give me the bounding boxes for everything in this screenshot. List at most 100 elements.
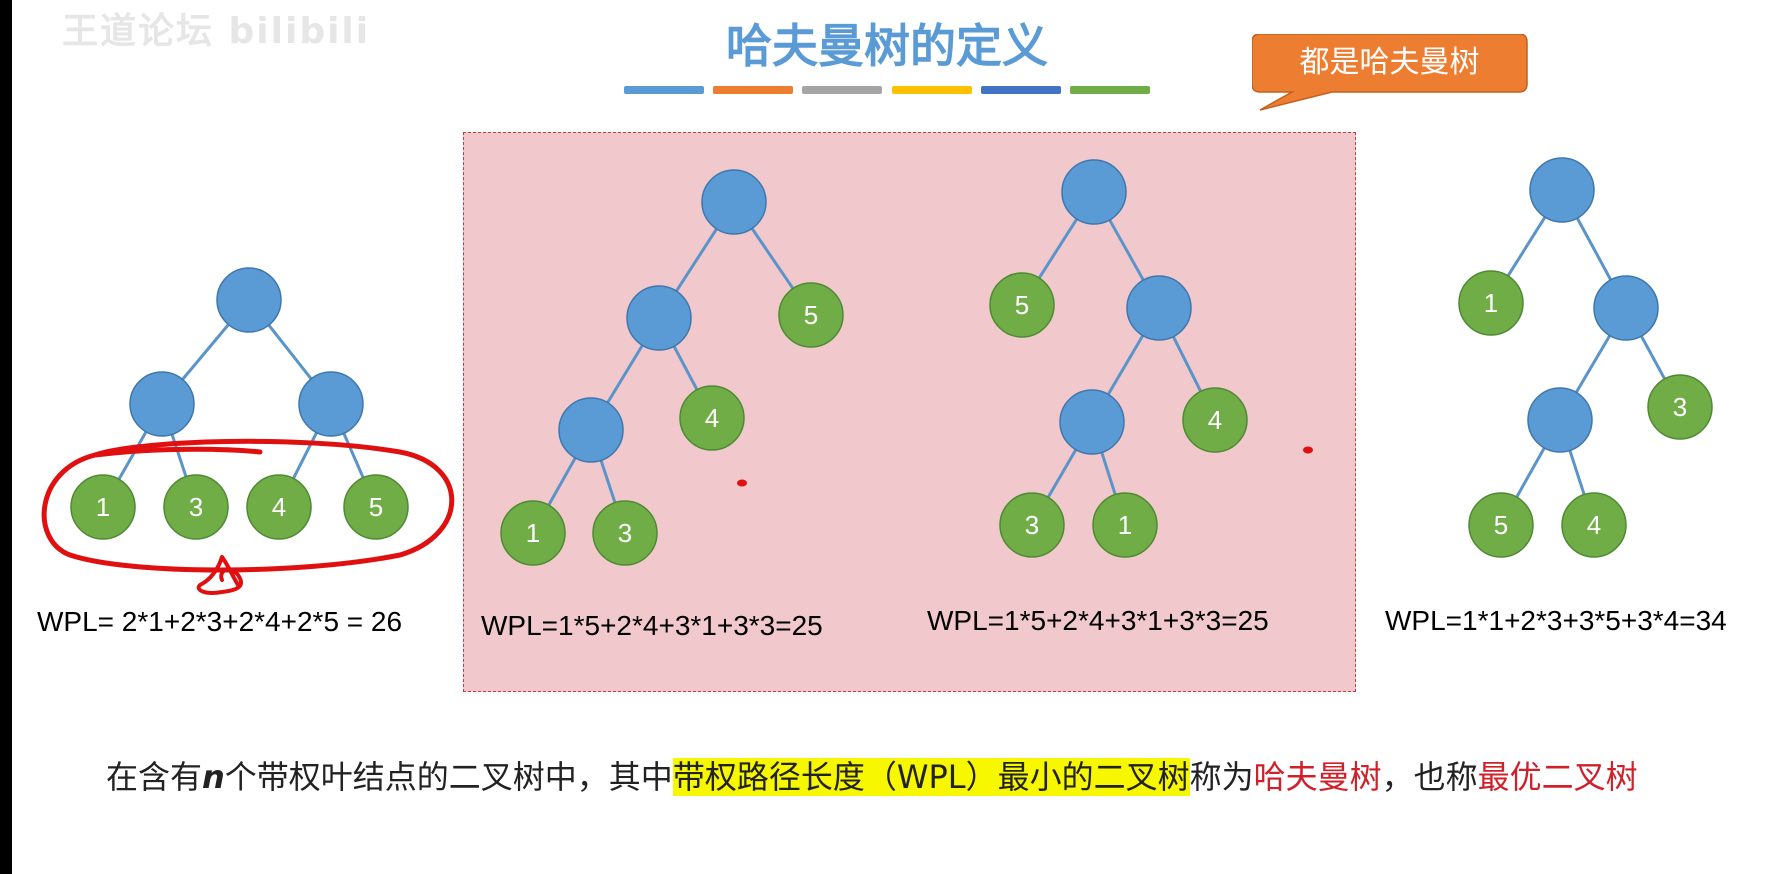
tree-edge bbox=[1105, 333, 1146, 397]
definition-part-2: 个带权叶结点的二叉树中，其中 bbox=[224, 758, 673, 796]
tree-edge bbox=[1171, 334, 1203, 394]
leaf-weight-label: 3 bbox=[1025, 510, 1039, 540]
leaf-weight-label: 5 bbox=[1494, 510, 1508, 540]
tree-edge bbox=[546, 455, 578, 508]
definition-part-1: 在含有 bbox=[106, 758, 203, 796]
tree-edge bbox=[266, 322, 314, 382]
tree-edge bbox=[749, 225, 796, 292]
tree-edge bbox=[1573, 333, 1613, 395]
callout-bubble bbox=[1252, 34, 1528, 111]
definition-highlight: 带权路径长度（WPL）最小的二叉树 bbox=[672, 758, 1190, 796]
red-dot-mark bbox=[1303, 446, 1313, 454]
tree-edge bbox=[674, 226, 719, 294]
leaf-node bbox=[70, 474, 136, 540]
definition-part-4: ，也称 bbox=[1381, 758, 1478, 796]
leaf-node bbox=[778, 282, 844, 348]
tree-edge bbox=[1505, 214, 1548, 279]
leaf-node bbox=[246, 474, 312, 540]
leaf-weight-label: 4 bbox=[272, 492, 286, 522]
internal-node bbox=[1527, 387, 1593, 453]
tree-edge bbox=[1107, 217, 1146, 283]
leaf-node bbox=[1458, 270, 1524, 336]
leaf-weight-label: 5 bbox=[369, 492, 383, 522]
definition-huffman-tree: 哈夫曼树 bbox=[1253, 758, 1382, 796]
page-title: 哈夫曼树的定义 bbox=[726, 19, 1048, 73]
tree-edge bbox=[169, 432, 189, 479]
leaf-node bbox=[679, 385, 745, 451]
title-bar-darkblue bbox=[981, 86, 1061, 94]
tree-edge bbox=[1639, 333, 1667, 382]
wpl-tree-2: WPL=1*5+2*4+3*1+3*3=25 bbox=[481, 610, 823, 641]
tree-edge bbox=[1514, 445, 1547, 500]
leaf-node bbox=[1092, 492, 1158, 558]
tree-edge bbox=[291, 430, 319, 481]
leaf-weight-label: 1 bbox=[526, 518, 540, 548]
leaf-node bbox=[500, 500, 566, 566]
tree-4: 1 3 5 4 bbox=[1458, 157, 1713, 558]
tree-edge bbox=[598, 458, 618, 505]
leaf-node bbox=[1182, 387, 1248, 453]
definition-n: n bbox=[202, 758, 225, 796]
leaf-weight-label: 1 bbox=[1118, 510, 1132, 540]
leaf-weight-label: 1 bbox=[96, 492, 110, 522]
leaf-node bbox=[1561, 492, 1627, 558]
red-dot-mark bbox=[737, 479, 747, 487]
tree-edge bbox=[671, 343, 700, 393]
leaf-weight-label: 4 bbox=[1208, 405, 1222, 435]
leaf-weight-label: 5 bbox=[1015, 290, 1029, 320]
definition-optimal-binary-tree: 最优二叉树 bbox=[1477, 758, 1638, 796]
leaf-weight-label: 3 bbox=[189, 492, 203, 522]
tree-3: 5 4 3 1 bbox=[989, 159, 1248, 558]
title-bar-gray bbox=[802, 86, 882, 94]
tree-edge bbox=[1045, 447, 1079, 500]
internal-node bbox=[1059, 389, 1125, 455]
callout-shape bbox=[1252, 34, 1528, 111]
title-bar-orange bbox=[713, 86, 793, 94]
leaf-node bbox=[1468, 492, 1534, 558]
tree-edge bbox=[1036, 216, 1080, 281]
internal-node bbox=[298, 371, 364, 437]
handwritten-annotation bbox=[41, 438, 1313, 595]
internal-node bbox=[1061, 159, 1127, 225]
tree-1: 1 3 4 5 bbox=[70, 267, 409, 540]
tree-edge bbox=[341, 430, 366, 481]
leaf-node bbox=[999, 492, 1065, 558]
internal-node bbox=[129, 371, 195, 437]
internal-node bbox=[216, 267, 282, 333]
internal-node bbox=[558, 397, 624, 463]
tree-edge bbox=[1574, 215, 1614, 283]
tree-edge bbox=[116, 429, 149, 482]
leaf-weight-label: 4 bbox=[1587, 510, 1601, 540]
leaf-weight-label: 3 bbox=[618, 518, 632, 548]
leaf-weight-label: 1 bbox=[1484, 288, 1498, 318]
red-circle-mark bbox=[41, 438, 455, 573]
title-bar-blue bbox=[624, 86, 704, 94]
title-bar-yellow bbox=[892, 86, 972, 94]
definition-part-3: 称为 bbox=[1189, 758, 1254, 796]
leaf-weight-label: 5 bbox=[804, 300, 818, 330]
internal-node bbox=[1529, 157, 1595, 223]
leaf-weight-label: 3 bbox=[1673, 392, 1687, 422]
leaf-node bbox=[343, 474, 409, 540]
tree-edge bbox=[180, 322, 231, 382]
leaf-node bbox=[163, 474, 229, 540]
internal-node bbox=[701, 169, 767, 235]
internal-node bbox=[1593, 275, 1659, 341]
red-squiggle-mark bbox=[196, 555, 243, 595]
internal-node bbox=[1126, 275, 1192, 341]
leaf-node bbox=[592, 500, 658, 566]
internal-node bbox=[626, 285, 692, 351]
wpl-tree-1: WPL= 2*1+2*3+2*4+2*5 = 26 bbox=[37, 606, 403, 637]
title-bar-green bbox=[1070, 86, 1150, 94]
definition-sentence: 在含有n个带权叶结点的二叉树中，其中带权路径长度（WPL）最小的二叉树称为哈夫曼… bbox=[106, 752, 1638, 798]
callout-text: 都是哈夫曼树 bbox=[1299, 45, 1480, 80]
leaf-node bbox=[1647, 374, 1713, 440]
wpl-tree-3: WPL=1*5+2*4+3*1+3*3=25 bbox=[927, 605, 1269, 636]
tree-edge bbox=[605, 342, 645, 406]
leaf-node bbox=[989, 272, 1055, 338]
tree-edge bbox=[1567, 448, 1587, 497]
tree-edge bbox=[1099, 450, 1118, 497]
wpl-tree-4: WPL=1*1+2*3+3*5+3*4=34 bbox=[1385, 605, 1727, 636]
